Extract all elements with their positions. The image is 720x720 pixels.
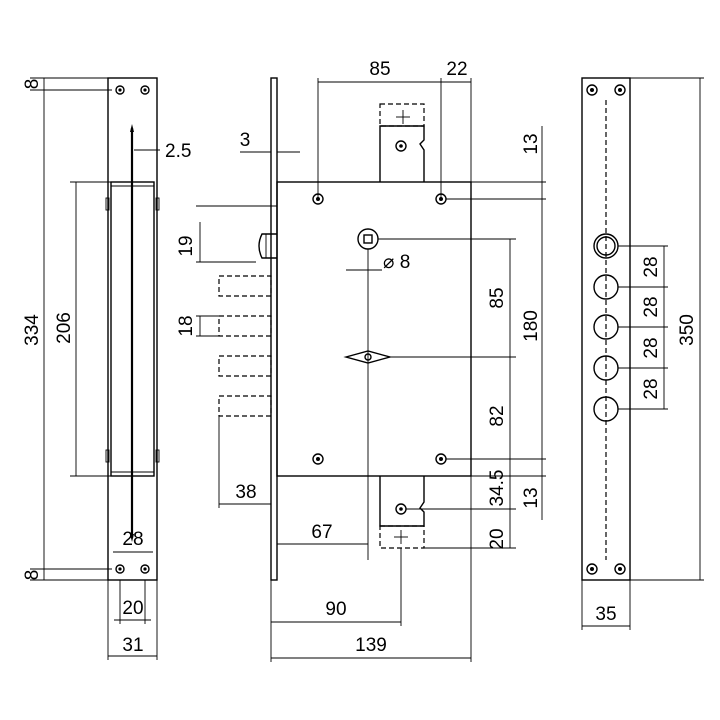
dim-backset-key: 90 xyxy=(325,599,346,620)
dim-faceplate-thickness: 3 xyxy=(240,130,251,151)
dim-bolt-throw: 38 xyxy=(235,482,256,503)
dim-screw-spacing: 180 xyxy=(521,310,542,342)
dim-faceplate-length: 350 xyxy=(677,314,698,346)
dim-spacing-top-85: 85 xyxy=(369,59,390,80)
dim-strike-width-inner: 28 xyxy=(122,529,143,550)
case-screw-holes xyxy=(312,193,447,465)
dim-faceplate-width: 35 xyxy=(595,604,616,625)
dim-strike-width-mid: 20 xyxy=(122,598,143,619)
dim-strike-top-gap: 8 xyxy=(22,79,43,90)
dim-bolt-pitch-1: 28 xyxy=(641,256,662,277)
faceplate-view: 28 28 28 28 350 35 xyxy=(581,77,704,630)
top-move-icon xyxy=(396,110,410,124)
dim-case-depth: 139 xyxy=(355,635,387,656)
dead-bolts-dashed xyxy=(218,275,272,417)
strike-plate-outline xyxy=(107,77,158,581)
dim-spacing-top-22: 22 xyxy=(446,59,467,80)
dim-backset-handle: 67 xyxy=(311,522,332,543)
latch-bolt xyxy=(258,233,277,259)
dim-strike-opening-height: 206 xyxy=(54,312,75,344)
spindle-hub xyxy=(357,228,379,250)
dim-bolt-height: 18 xyxy=(176,315,197,336)
lock-faceplate xyxy=(270,77,278,581)
lock-case xyxy=(276,181,472,477)
dim-offset-top-13: 13 xyxy=(521,133,542,154)
dim-spindle-to-cylinder: 85 xyxy=(487,287,508,308)
faceplate-outline xyxy=(581,77,631,581)
dim-cylinder-offset: 34.5 xyxy=(487,470,508,507)
dim-strike-bottom-gap: 8 xyxy=(22,570,43,581)
top-cylinder-extension xyxy=(379,125,425,182)
strike-plate-view: 8 8 334 206 2.5 28 20 31 xyxy=(22,77,191,660)
dim-latch-height: 19 xyxy=(176,235,197,256)
dim-strike-width-outer: 31 xyxy=(122,635,143,656)
dim-bolt-pitch-3: 28 xyxy=(641,337,662,358)
bottom-cylinder-extension xyxy=(379,476,425,527)
dim-cylinder-extension: 20 xyxy=(487,528,508,549)
faceplate-screw-holes xyxy=(586,84,626,575)
dim-offset-bottom-13: 13 xyxy=(521,487,542,508)
dim-strike-blade-thickness: 2.5 xyxy=(165,141,191,162)
lock-body-view: 3 85 22 19 18 38 67 90 139 ⌀ xyxy=(176,59,546,662)
dim-strike-total-height: 334 xyxy=(22,314,43,346)
dim-cylinder-to-screw: 82 xyxy=(487,405,508,426)
dim-spindle-diameter: ⌀ 8 xyxy=(383,252,410,273)
strike-screw-holes xyxy=(115,85,150,574)
dim-bolt-pitch-4: 28 xyxy=(641,378,662,399)
dim-bolt-pitch-2: 28 xyxy=(641,296,662,317)
